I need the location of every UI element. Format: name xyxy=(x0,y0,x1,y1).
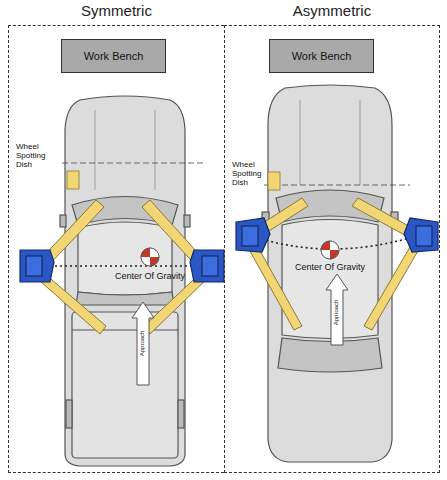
bench-label: Work Bench xyxy=(292,50,352,62)
panel-region: SymmetricWork Bench xyxy=(8,25,224,473)
lift-arms xyxy=(32,200,212,334)
part-label: Center Of Gravity xyxy=(95,271,205,281)
approach-arrow xyxy=(326,274,348,345)
center-of-gravity-mark xyxy=(321,241,339,259)
work-bench: Work Bench xyxy=(61,39,166,73)
bench-label: Work Bench xyxy=(84,50,144,62)
part-label: Wheel Spotting Dish xyxy=(232,160,266,188)
direction-label: Approach xyxy=(334,299,341,325)
lift-arms xyxy=(246,198,422,330)
part-label: Center Of Gravity xyxy=(275,262,385,272)
lift-post xyxy=(20,250,224,282)
direction-label: Approach xyxy=(140,330,147,356)
wheel-spotting-dish xyxy=(268,172,280,190)
panel-region: AsymmetricWork Bench xyxy=(224,25,440,473)
sedan-car xyxy=(262,85,398,462)
panel-heading: Symmetric xyxy=(9,2,224,19)
approach-arrow xyxy=(132,302,154,385)
wheel-spotting-dish xyxy=(67,171,79,189)
dish-line xyxy=(62,163,205,164)
panel-heading: Asymmetric xyxy=(225,2,439,19)
part-label: Wheel Spotting Dish xyxy=(16,142,62,170)
post-line xyxy=(40,265,205,267)
work-bench: Work Bench xyxy=(269,39,374,73)
dish-line xyxy=(264,185,410,186)
center-of-gravity-mark xyxy=(141,248,159,266)
